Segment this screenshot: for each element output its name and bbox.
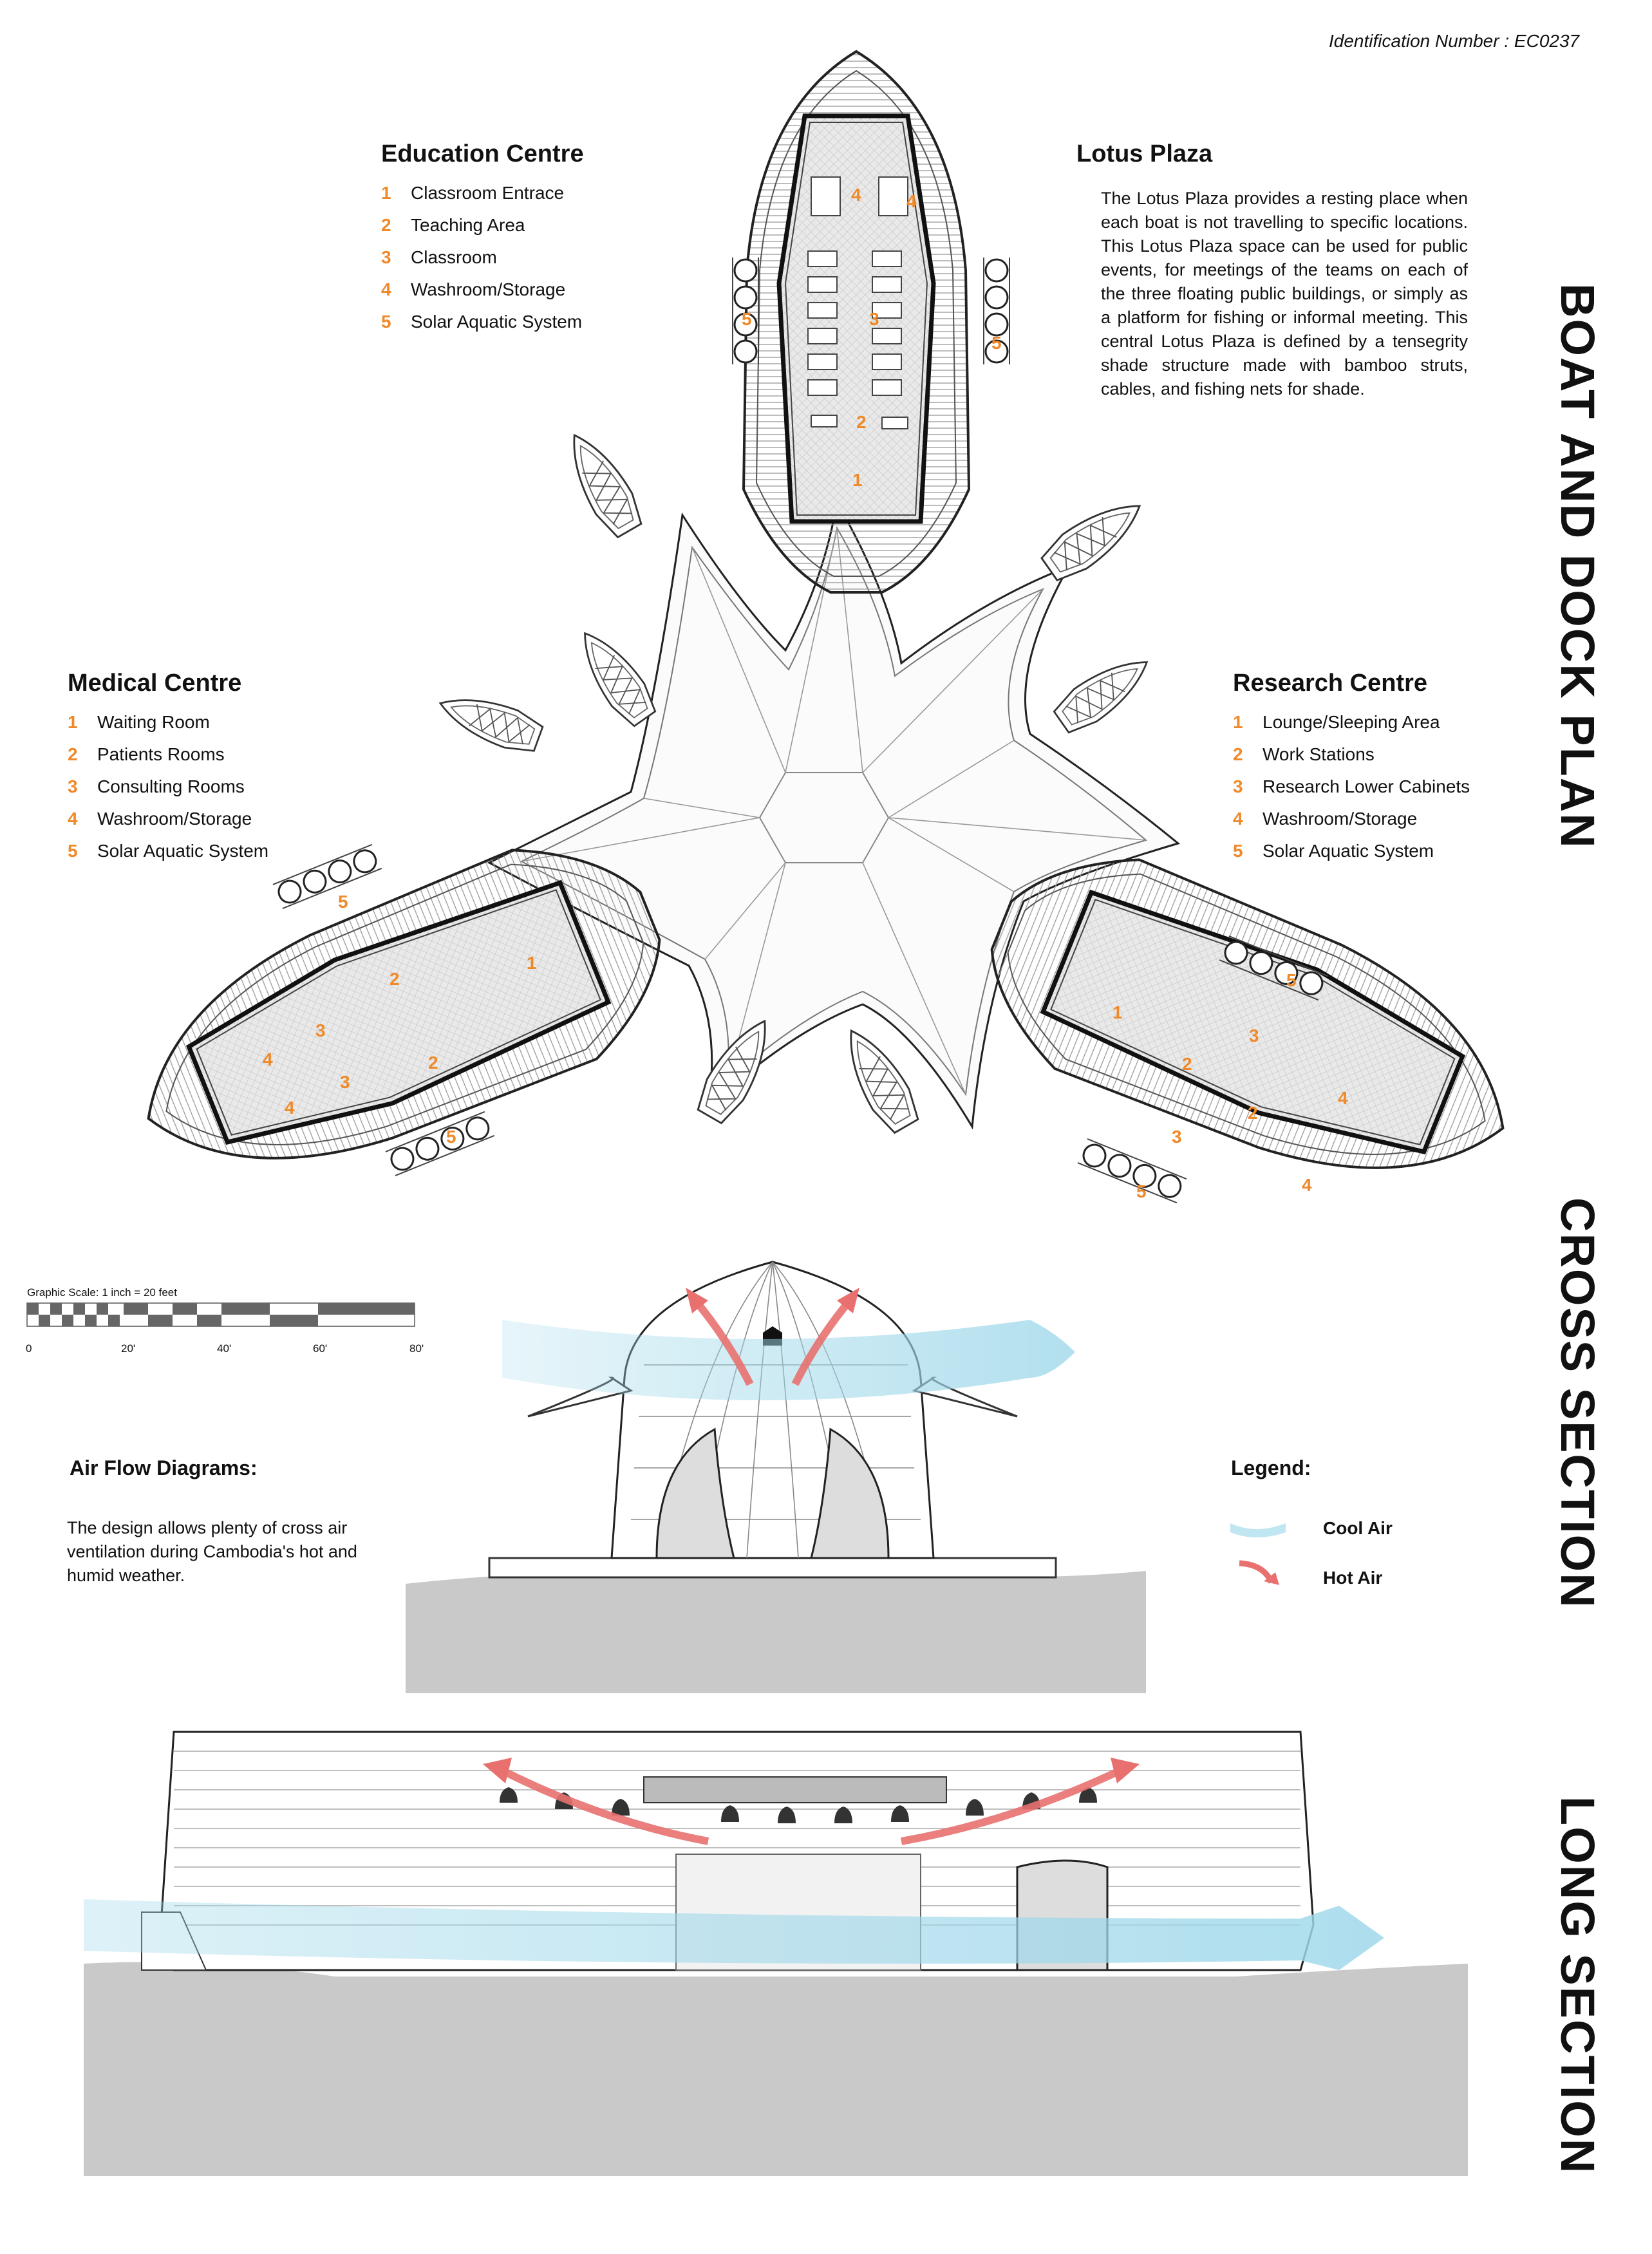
lotus-plaza-star	[487, 499, 1181, 1130]
scale-tick: 20'	[121, 1342, 136, 1355]
med-label: 2	[428, 1053, 438, 1073]
education-centre-title: Education Centre	[381, 140, 584, 167]
res-label: 3	[1172, 1127, 1182, 1147]
edu-label: 4	[851, 185, 861, 205]
graphic-scale-label: Graphic Scale: 1 inch = 20 feet	[27, 1286, 177, 1299]
long-section-title: LONG SECTION	[1551, 1796, 1604, 2175]
plan-room-numbers: 4 4 3 2 1 5 5 1 2 2 3 3 4 4 5 5 1 2 2 3 …	[263, 185, 1348, 1201]
res-label: 5	[1136, 1181, 1147, 1201]
long-section-drawing	[84, 1731, 1468, 2176]
boat-dock-plan-title: BOAT AND DOCK PLAN	[1551, 283, 1604, 849]
medical-centre-title: Medical Centre	[68, 670, 242, 697]
education-centre-plan	[744, 52, 969, 592]
graphic-scale-bar	[26, 1302, 415, 1327]
legend-hot-air: Hot Air	[1323, 1568, 1383, 1588]
edu-label: 5	[991, 333, 1002, 353]
legend-title: Legend:	[1231, 1456, 1311, 1479]
res-label: 2	[1182, 1054, 1192, 1074]
scale-tick: 40'	[217, 1342, 232, 1355]
air-flow-description: The design allows plenty of cross air ve…	[67, 1518, 357, 1585]
res-label: 5	[1286, 970, 1297, 990]
cool-air-swatch-icon	[1230, 1523, 1286, 1537]
legend-swatches	[1230, 1523, 1286, 1585]
res-label: 1	[1112, 1002, 1123, 1022]
cross-section-title: CROSS SECTION	[1551, 1197, 1604, 1609]
edu-label: 4	[906, 191, 917, 211]
med-label: 2	[390, 969, 400, 989]
lotus-plaza-description: The Lotus Plaza provides a resting place…	[1101, 189, 1468, 399]
med-label: 3	[315, 1020, 326, 1040]
legend-cool-air: Cool Air	[1323, 1518, 1393, 1538]
med-label: 1	[527, 953, 537, 973]
lotus-plaza-title: Lotus Plaza	[1076, 140, 1213, 167]
scale-tick: 80'	[409, 1342, 424, 1355]
med-label: 5	[446, 1127, 456, 1147]
med-label: 4	[263, 1049, 273, 1069]
scale-tick: 60'	[313, 1342, 328, 1355]
res-label: 3	[1249, 1026, 1259, 1046]
boat-dock-plan-drawing: 4 4 3 2 1 5 5 1 2 2 3 3 4 4 5 5 1 2 2 3 …	[0, 0, 1652, 1262]
res-label: 2	[1248, 1103, 1258, 1123]
med-label: 4	[285, 1098, 295, 1118]
med-label: 5	[338, 892, 348, 912]
med-label: 3	[340, 1072, 350, 1092]
res-label: 4	[1302, 1175, 1312, 1195]
edu-label: 3	[869, 309, 879, 329]
scale-tick: 0	[26, 1342, 32, 1355]
air-flow-title: Air Flow Diagrams:	[70, 1456, 258, 1479]
cross-section-drawing	[406, 1261, 1146, 1693]
research-centre-title: Research Centre	[1233, 670, 1428, 697]
edu-label: 2	[856, 412, 867, 432]
edu-label: 5	[742, 309, 752, 329]
identification-number: Identification Number : EC0237	[1329, 31, 1580, 51]
res-label: 4	[1338, 1088, 1348, 1108]
edu-label: 1	[852, 470, 863, 490]
